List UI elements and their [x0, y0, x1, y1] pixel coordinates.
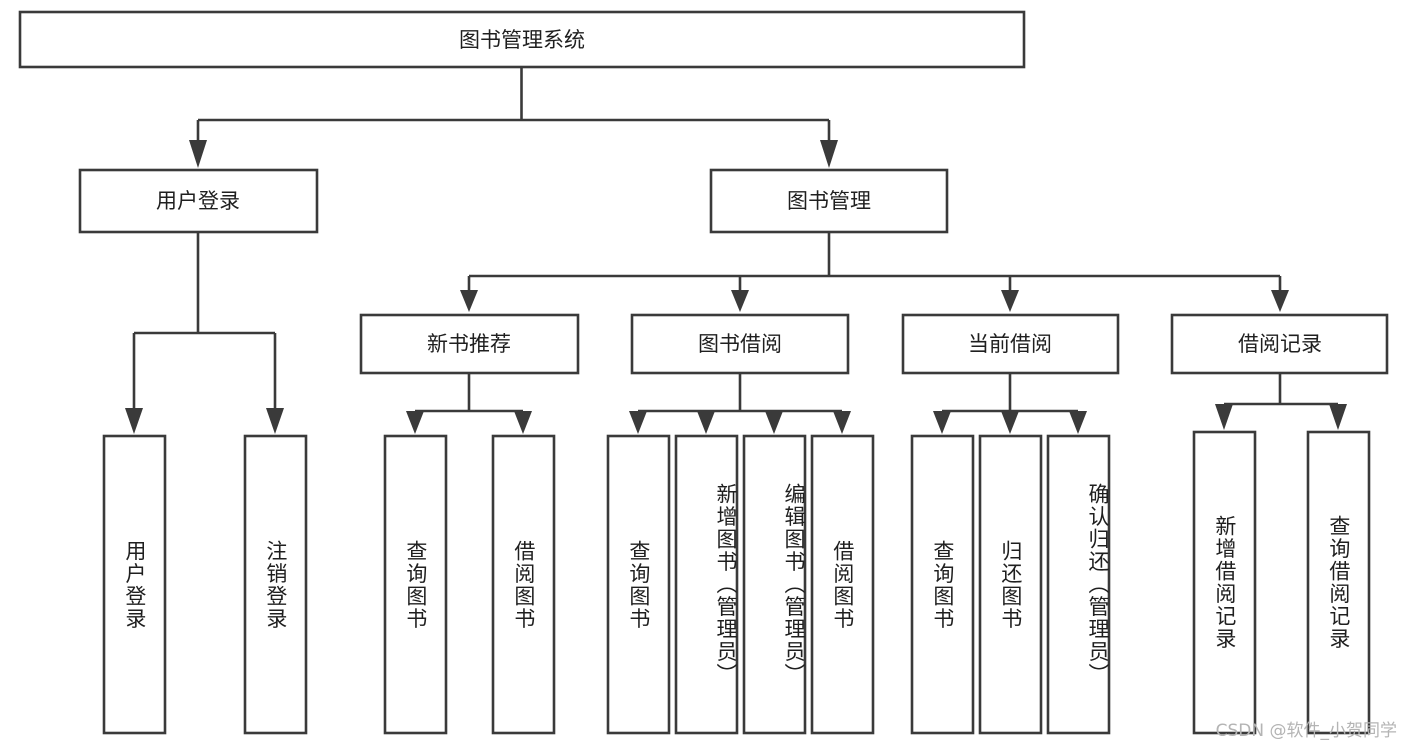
node-borrow-record[interactable]: 借阅记录 — [1170, 313, 1389, 375]
arrow-head-leaf-borrow-book-2 — [833, 411, 851, 434]
node-book-manage-label: 图书管理 — [787, 189, 871, 213]
connector-group-user-login — [125, 232, 284, 434]
arrow-head-leaf-add-record — [1215, 404, 1233, 430]
node-new-book-rec[interactable]: 新书推荐 — [359, 313, 580, 375]
node-book-borrow-label: 图书借阅 — [698, 332, 782, 356]
connector-group-book-borrow — [629, 373, 851, 434]
node-book-manage[interactable]: 图书管理 — [709, 168, 949, 234]
node-borrow-record-label: 借阅记录 — [1238, 332, 1322, 356]
node-new-book-rec-box[interactable] — [359, 313, 580, 375]
arrow-head-user-login — [189, 140, 207, 168]
connector-group-book-manage — [460, 232, 1289, 312]
node-root-box[interactable] — [18, 10, 1026, 69]
node-leaf-logout-box[interactable] — [243, 434, 308, 735]
arrow-head-leaf-edit-book — [765, 411, 783, 434]
node-current-borrow-box[interactable] — [901, 313, 1120, 375]
node-leaf-borrow-book-1-box[interactable] — [491, 434, 556, 735]
arrow-head-current-borrow — [1001, 290, 1019, 312]
arrow-head-new-book-rec — [460, 290, 478, 312]
node-leaf-confirm-return-box[interactable] — [1046, 434, 1111, 735]
connector-group-current-borrow — [933, 373, 1087, 434]
arrow-head-leaf-return-book — [1001, 411, 1019, 434]
node-leaf-query-book-1-box[interactable] — [383, 434, 448, 735]
node-book-manage-box[interactable] — [709, 168, 949, 234]
arrow-head-leaf-logout — [266, 408, 284, 434]
node-root-label: 图书管理系统 — [459, 28, 585, 52]
arrow-head-leaf-user-login — [125, 408, 143, 434]
node-leaf-query-record-box[interactable] — [1306, 430, 1371, 735]
connector-group-root — [189, 67, 838, 168]
csdn-watermark: CSDN @软件_小贺同学 — [1215, 721, 1397, 741]
arrow-head-leaf-query-record — [1329, 404, 1347, 430]
connector-group-borrow-record — [1215, 373, 1347, 430]
node-borrow-record-box[interactable] — [1170, 313, 1389, 375]
arrow-head-borrow-record — [1271, 290, 1289, 312]
node-current-borrow-label: 当前借阅 — [968, 332, 1052, 356]
node-leaf-borrow-book-2-box[interactable] — [810, 434, 875, 735]
arrow-head-leaf-borrow-book-1 — [514, 411, 532, 434]
arrow-head-leaf-query-book-2 — [629, 411, 647, 434]
node-leaf-query-book-2-box[interactable] — [606, 434, 671, 735]
arrow-head-leaf-query-book-1 — [406, 411, 424, 434]
node-leaf-add-book-box[interactable] — [674, 434, 739, 735]
node-root[interactable]: 图书管理系统 — [18, 10, 1026, 69]
connector-group-new-book-rec — [406, 373, 532, 434]
node-book-borrow[interactable]: 图书借阅 — [630, 313, 850, 375]
node-book-borrow-box[interactable] — [630, 313, 850, 375]
node-user-login[interactable]: 用户登录 — [78, 168, 319, 234]
node-current-borrow[interactable]: 当前借阅 — [901, 313, 1120, 375]
node-leaf-add-record-box[interactable] — [1192, 430, 1257, 735]
arrow-head-book-borrow — [731, 290, 749, 312]
arrow-head-leaf-add-book — [697, 411, 715, 434]
arrow-head-book-manage — [820, 140, 838, 168]
arrow-head-leaf-confirm-return — [1069, 411, 1087, 434]
node-leaf-user-login-box[interactable] — [102, 434, 167, 735]
node-leaf-return-book-box[interactable] — [978, 434, 1043, 735]
node-user-login-label: 用户登录 — [156, 189, 240, 213]
node-user-login-box[interactable] — [78, 168, 319, 234]
arrow-head-leaf-query-book-3 — [933, 411, 951, 434]
node-new-book-rec-label: 新书推荐 — [427, 332, 511, 356]
node-leaf-query-book-3-box[interactable] — [910, 434, 975, 735]
node-leaf-edit-book-box[interactable] — [742, 434, 807, 735]
